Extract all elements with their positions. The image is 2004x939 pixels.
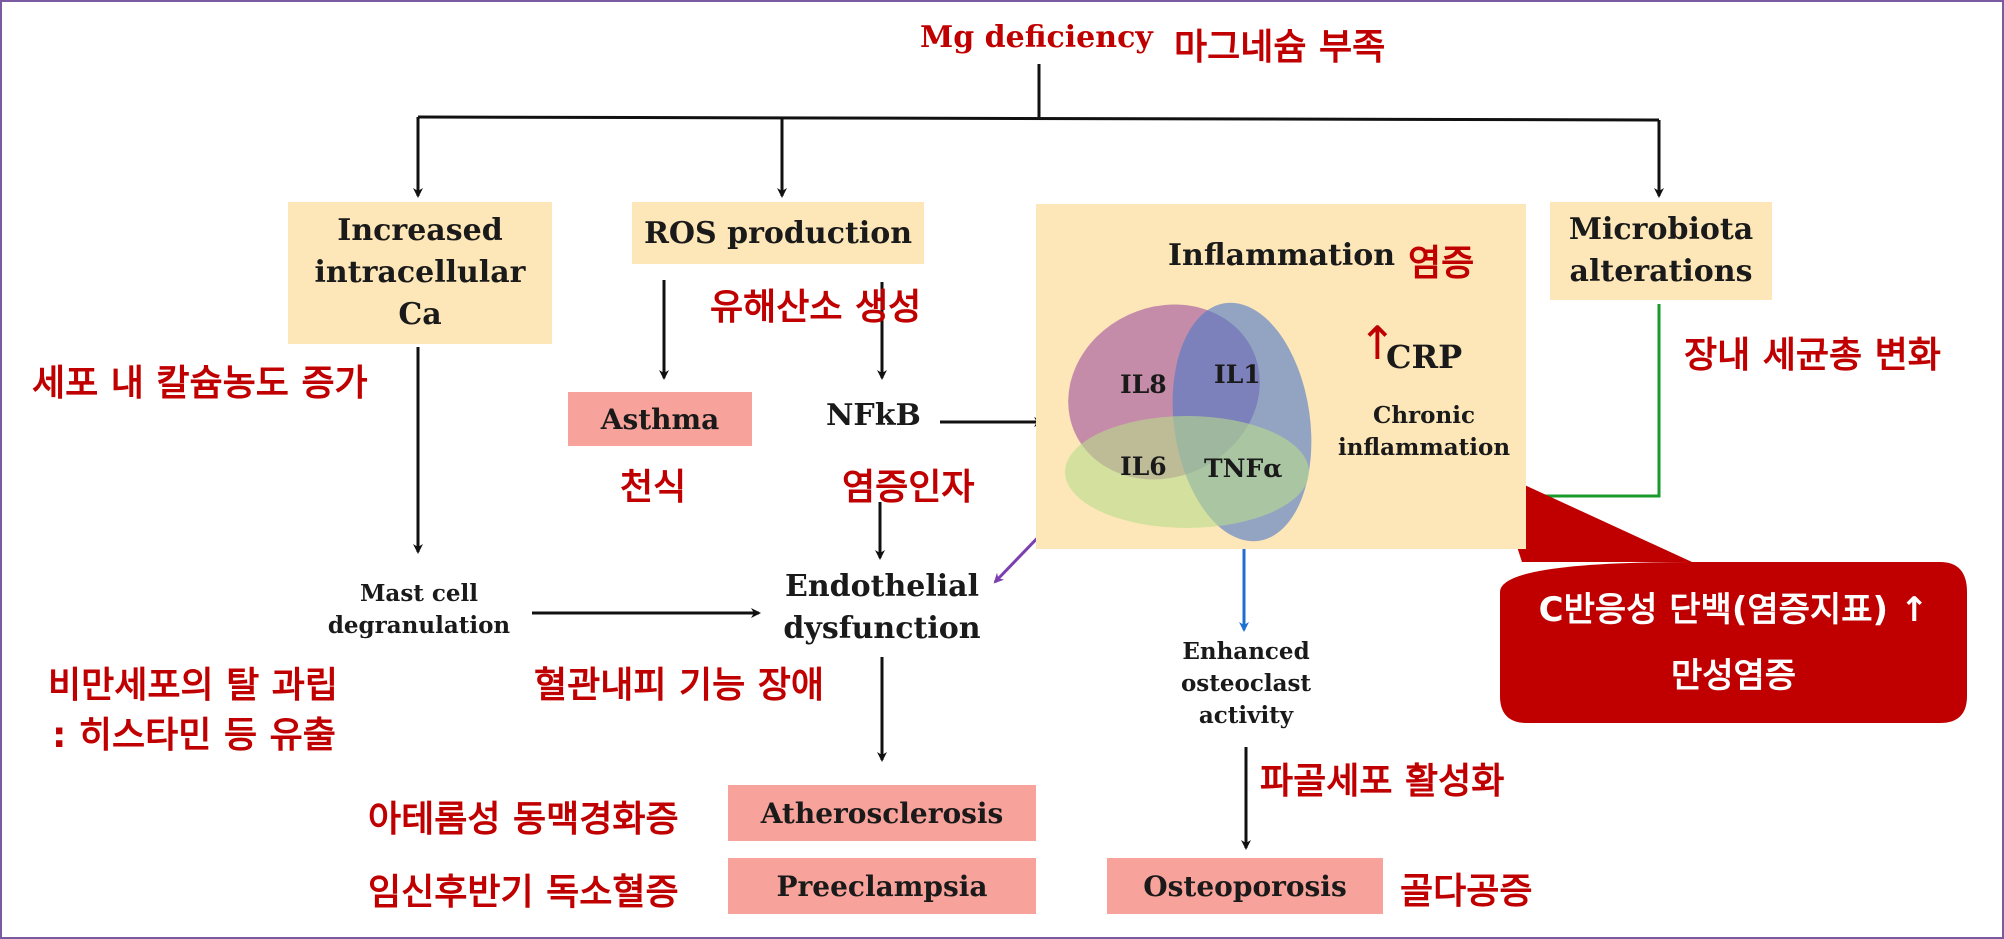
- il6-lobe: [1065, 416, 1309, 528]
- chronic-inflammation-label: Chronic inflammation: [1337, 402, 1511, 461]
- preeclampsia-box: Preeclampsia: [728, 858, 1036, 914]
- microbiota-label: Microbiota alterations: [1568, 212, 1754, 289]
- calcium-ko: 세포 내 칼슘농도 증가: [32, 363, 368, 404]
- nfkb-label: NFkB: [826, 398, 921, 433]
- asthma-box: Asthma: [568, 392, 752, 446]
- ros-label: ROS production: [643, 215, 913, 251]
- il6-label: IL6: [1120, 452, 1167, 481]
- preeclampsia-label: Preeclampsia: [776, 869, 988, 903]
- endothelial-ko: 혈관내피 기능 장애: [534, 665, 825, 706]
- asthma-label: Asthma: [600, 402, 720, 436]
- calcium-box: Increased intracellular Ca: [288, 202, 552, 344]
- atherosclerosis-box: Atherosclerosis: [728, 785, 1036, 841]
- tnf-label: TNFα: [1204, 454, 1283, 483]
- il1-label: IL1: [1214, 360, 1261, 389]
- osteoclast-label: Enhanced osteoclast activity: [1180, 638, 1312, 729]
- title-en: Mg deficiency: [920, 20, 1153, 55]
- title-ko: 마그네슘 부족: [1174, 27, 1386, 68]
- crp-label: CRP: [1386, 338, 1463, 376]
- mast-cell-label: Mast cell degranulation: [327, 580, 511, 639]
- inflammation-ko: 염증: [1408, 243, 1475, 284]
- microbiota-box: Microbiota alterations: [1550, 202, 1772, 300]
- preeclampsia-ko: 임신후반기 독소혈증: [368, 872, 679, 913]
- callout-line1: C반응성 단백(염증지표) ↑: [1538, 590, 1929, 630]
- endothelial-label: Endothelial dysfunction: [783, 569, 981, 646]
- il8-label: IL8: [1120, 370, 1167, 399]
- atherosclerosis-label: Atherosclerosis: [760, 796, 1004, 830]
- root-bar: [417, 115, 1660, 122]
- mast-cell-ko-line2: : 히스타민 등 유출: [52, 715, 336, 756]
- mast-cell-ko-line1: 비만세포의 탈 과립: [48, 665, 339, 706]
- inflammation-title: Inflammation: [1168, 238, 1396, 273]
- callout-line2: 만성염증: [1670, 656, 1797, 696]
- ros-ko: 유해산소 생성: [710, 287, 922, 328]
- cytokine-venn: [1065, 302, 1312, 542]
- microbiota-ko: 장내 세균총 변화: [1684, 335, 1941, 376]
- calcium-label: Increased intracellular Ca: [314, 213, 526, 332]
- osteoporosis-ko: 골다공증: [1400, 871, 1533, 912]
- atherosclerosis-ko: 아테롬성 동맥경화증: [368, 799, 679, 840]
- nfkb-ko: 염증인자: [842, 467, 975, 508]
- osteoclast-ko: 파골세포 활성화: [1260, 761, 1505, 802]
- asthma-ko: 천식: [620, 467, 687, 508]
- callout-bubble: [1492, 470, 1967, 723]
- crp-up-arrow-icon: ↑: [1358, 316, 1397, 370]
- osteoporosis-label: Osteoporosis: [1143, 869, 1347, 903]
- ros-box: ROS production: [632, 202, 924, 264]
- osteoporosis-box: Osteoporosis: [1107, 858, 1383, 914]
